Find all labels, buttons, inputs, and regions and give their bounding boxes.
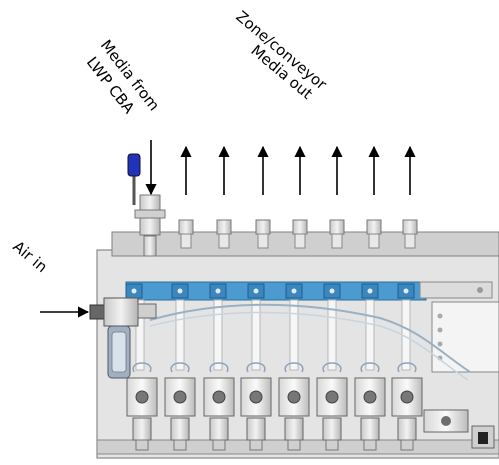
air-in-label: Air in <box>9 237 50 276</box>
rail-screw <box>253 288 259 294</box>
valve-coil-icon <box>212 390 226 404</box>
outlet-fitting <box>178 219 194 235</box>
vertical-tube <box>251 299 261 371</box>
valve-bank <box>126 362 423 451</box>
outlet-fitting <box>366 219 382 235</box>
rail-screw <box>403 288 409 294</box>
valve-nut <box>135 439 149 451</box>
valve-coil-icon <box>135 390 149 404</box>
valve-nut <box>249 439 263 451</box>
valve-nut <box>212 439 226 451</box>
valve-outlet <box>284 417 304 441</box>
svg-text:Air in: Air in <box>9 237 50 276</box>
valve-outlet <box>322 417 342 441</box>
valve-coil-icon <box>287 390 301 404</box>
valve-coil-icon <box>325 390 339 404</box>
valve-coil-icon <box>249 390 263 404</box>
inlet-valve <box>127 153 166 257</box>
vertical-tube <box>175 299 185 371</box>
valve-loop <box>360 362 380 373</box>
rail-screw <box>215 288 221 294</box>
side-valve <box>423 409 495 449</box>
outlet-stub <box>294 233 306 249</box>
outlet-fitting <box>292 219 308 235</box>
valve-nut <box>173 439 187 451</box>
rail-screw <box>177 288 183 294</box>
filter-regulator <box>89 297 157 379</box>
outlet-stub <box>331 233 343 249</box>
vertical-tube <box>327 299 337 371</box>
valve-outlet <box>209 417 229 441</box>
air-line-2 <box>149 311 469 381</box>
outlet-fitting <box>216 219 232 235</box>
vertical-tubes <box>135 299 411 371</box>
valve-nut <box>325 439 339 451</box>
vertical-tube <box>289 299 299 371</box>
outlet-stub <box>218 233 230 249</box>
outlet-stub <box>180 233 192 249</box>
vertical-tube <box>365 299 375 371</box>
outlet-stub <box>404 233 416 249</box>
valve-loop <box>284 362 304 373</box>
rail-screw <box>131 288 137 294</box>
valve-outlet <box>246 417 266 441</box>
valve-outlet <box>132 417 152 441</box>
outlet-fitting <box>329 219 345 235</box>
valve-nut <box>363 439 377 451</box>
valve-outlet <box>170 417 190 441</box>
outlet-stub <box>257 233 269 249</box>
valve-coil-icon <box>400 390 414 404</box>
valve-coil-icon <box>363 390 377 404</box>
valve-nut <box>287 439 301 451</box>
vertical-tube <box>135 299 145 371</box>
valve-outlet <box>397 417 417 441</box>
outlet-group <box>178 145 418 249</box>
valve-loop <box>246 362 266 373</box>
valve-loop <box>170 362 190 373</box>
rail-fittings <box>125 283 415 299</box>
valve-nut <box>400 439 414 451</box>
vertical-tube <box>213 299 223 371</box>
valve-coil-icon <box>173 390 187 404</box>
rail-screw <box>329 288 335 294</box>
valve-loop <box>132 362 152 373</box>
blue-knob <box>127 153 141 177</box>
outlet-stub <box>368 233 380 249</box>
valve-loop <box>322 362 342 373</box>
rail-screw <box>367 288 373 294</box>
rail-screw <box>291 288 297 294</box>
outlet-fitting <box>255 219 271 235</box>
air-line <box>149 303 471 373</box>
valve-loop <box>209 362 229 373</box>
outlet-fitting <box>402 219 418 235</box>
valve-loop <box>397 362 417 373</box>
valve-outlet <box>360 417 380 441</box>
